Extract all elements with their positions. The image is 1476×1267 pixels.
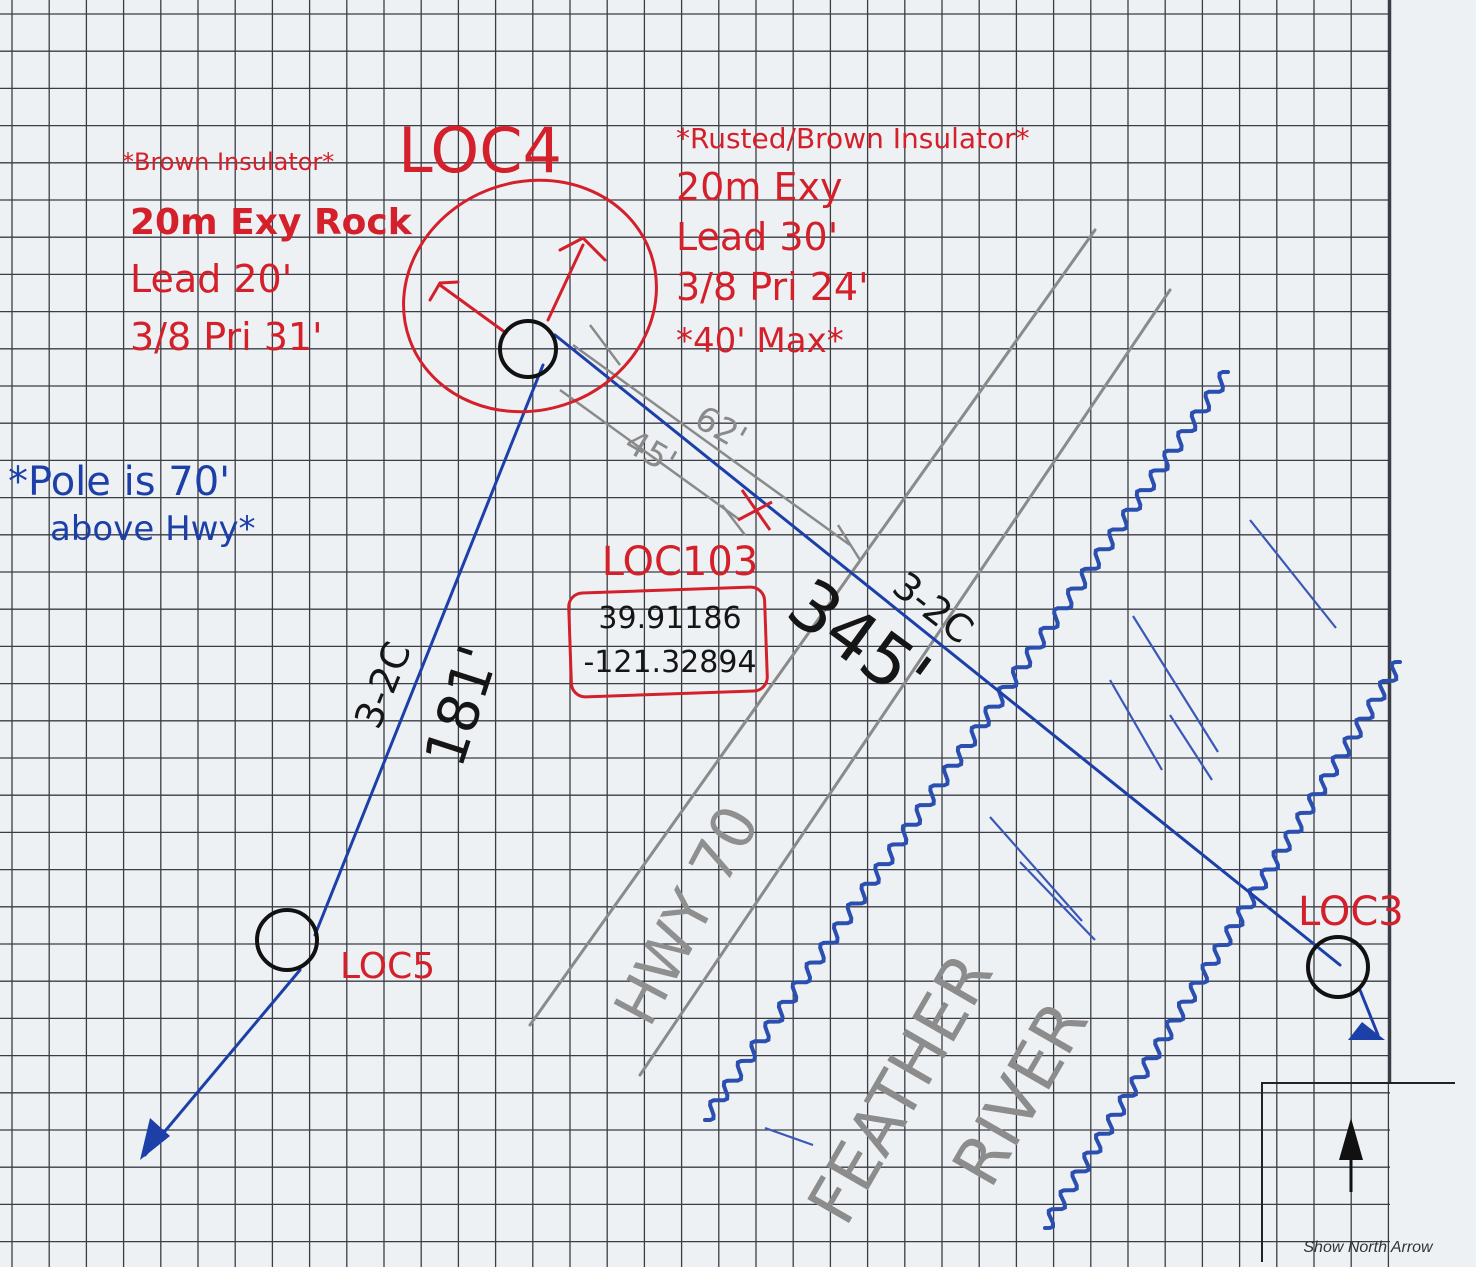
river-hatching	[764, 519, 1337, 1147]
highway-edge-inner	[638, 288, 1172, 1077]
loc4-right-notes: *Rusted/Brown Insulator* 20m Exy Lead 30…	[676, 122, 1030, 361]
loc3-label: LOC3	[1298, 889, 1404, 935]
north-arrow-box: Show North Arrow	[1261, 1082, 1455, 1262]
loc103-callout: LOC103 39.91186 -121.32894	[567, 539, 769, 699]
graph-grid	[0, 0, 1392, 1267]
loc4-left-note-2: 20m Exy Rock	[130, 202, 413, 243]
loc103-longitude: -121.32894	[583, 645, 756, 680]
pole-height-note-line-1: *Pole is 70'	[8, 459, 230, 505]
loc5-label: LOC5	[340, 946, 435, 987]
loc3-anchor-icon	[1348, 1022, 1385, 1040]
loc4-title: LOC4	[398, 114, 562, 187]
river-bank-right	[1043, 660, 1402, 1230]
loc3-pole-icon	[1306, 935, 1370, 999]
clearance-marks	[559, 324, 862, 561]
loc103-coordinate-box	[567, 585, 769, 699]
loc4-right-note-5: *40' Max*	[676, 321, 844, 361]
loc4-pole-icon	[498, 319, 558, 379]
spans	[143, 333, 1380, 1157]
loc103-crossing-mark	[737, 489, 773, 531]
loc4-left-notes: *Brown Insulator* 20m Exy Rock Lead 20' …	[122, 148, 413, 359]
river-bank-left	[703, 370, 1230, 1122]
loc4-right-note-1: *Rusted/Brown Insulator*	[676, 122, 1030, 155]
loc4-left-note-1: *Brown Insulator*	[122, 148, 334, 176]
span-loc5-down-guy	[143, 968, 302, 1157]
loc5-pole-icon	[255, 908, 319, 972]
loc103-latitude: 39.91186	[598, 601, 741, 636]
loc4-left-note-4: 3/8 Pri 31'	[130, 315, 323, 359]
loc4-right-note-2: 20m Exy	[676, 165, 842, 209]
loc4-right-note-4: 3/8 Pri 24'	[676, 265, 869, 309]
north-arrow-caption: Show North Arrow	[1303, 1239, 1434, 1256]
highway	[528, 228, 1172, 1077]
loc4-anchor-radius	[402, 178, 658, 414]
loc103-title: LOC103	[602, 539, 759, 585]
loc4-left-note-3: Lead 20'	[130, 257, 292, 301]
north-arrowhead-icon	[1339, 1118, 1363, 1160]
pole-height-note: *Pole is 70' above Hwy*	[8, 459, 256, 549]
loc4-right-note-3: Lead 30'	[676, 215, 838, 259]
loc4-down-guys	[428, 236, 607, 335]
span-loc4-to-loc3	[553, 333, 1342, 967]
span-loc4-to-loc5	[313, 363, 545, 937]
pole-height-note-line-2: above Hwy*	[50, 509, 256, 549]
highway-edge-outer	[528, 228, 1097, 1027]
left-guy-arrow-icon	[428, 280, 460, 302]
right-guy-arrow-icon	[558, 236, 607, 262]
span-loc3-tail	[1358, 988, 1380, 1037]
loc5-guy-arrowhead-icon	[140, 1118, 170, 1160]
